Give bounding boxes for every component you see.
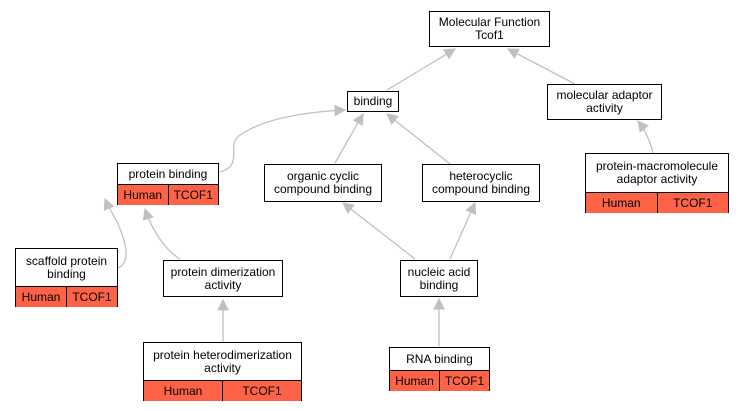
node-label: protein dimerization activity — [170, 264, 276, 292]
species-label: Human — [163, 384, 203, 398]
edge-binding-to-molecular-function — [386, 48, 457, 91]
node-label: scaffold protein binding — [25, 253, 108, 281]
edge-dimerization-to-protein-binding — [142, 207, 181, 260]
gene-label: TCOF1 — [66, 287, 117, 307]
edge-organic-cyclic-to-binding — [334, 112, 364, 164]
species-label: Human — [123, 188, 163, 202]
node-protein-dimerization-activity[interactable]: protein dimerization activity — [163, 260, 283, 297]
gene-label: TCOF1 — [656, 193, 729, 213]
node-label: binding — [353, 94, 393, 108]
edge-protein-binding-to-binding — [219, 104, 347, 173]
node-label: protein heterodimerization activity — [153, 347, 292, 375]
node-protein-macromolecule-adaptor-activity[interactable]: protein-macromolecule adaptor activity H… — [585, 153, 729, 213]
node-organic-cyclic-compound-binding[interactable]: organic cyclic compound binding — [264, 164, 382, 202]
node-protein-heterodimerization-activity[interactable]: protein heterodimerization activity Huma… — [143, 342, 302, 401]
node-label: organic cyclic compound binding — [273, 169, 373, 196]
gene-label: TCOF1 — [439, 371, 489, 391]
node-heterocyclic-compound-binding[interactable]: heterocyclic compound binding — [422, 164, 540, 202]
node-label: Molecular Function Tcof1 — [438, 15, 541, 42]
node-binding[interactable]: binding — [347, 91, 399, 112]
edge-heterocyclic-to-binding — [386, 113, 451, 165]
node-label: heterocyclic compound binding — [431, 169, 531, 196]
edge-nucleic-acid-to-organic-cyclic — [342, 202, 416, 260]
gene-label: TCOF1 — [222, 381, 301, 401]
node-label: protein binding — [128, 166, 208, 181]
node-label: nucleic acid binding — [407, 264, 471, 292]
edge-scaffold-to-protein-binding — [103, 197, 127, 269]
node-scaffold-protein-binding[interactable]: scaffold protein binding Human TCOF1 — [15, 248, 118, 307]
node-protein-binding[interactable]: protein binding Human TCOF1 — [117, 163, 219, 205]
edge-nucleic-acid-to-heterocyclic — [449, 201, 477, 260]
species-label: Human — [21, 290, 61, 304]
node-label: protein-macromolecule adaptor activity — [595, 159, 719, 186]
species-label: Human — [395, 374, 434, 388]
species-label: Human — [601, 196, 641, 210]
node-label: molecular adaptor activity — [556, 88, 653, 115]
node-molecular-function[interactable]: Molecular Function Tcof1 — [429, 11, 550, 47]
node-rna-binding[interactable]: RNA binding Human TCOF1 — [389, 347, 490, 391]
gene-label: TCOF1 — [167, 185, 219, 205]
node-molecular-adaptor-activity[interactable]: molecular adaptor activity — [547, 84, 662, 120]
edge-molecular-adaptor-to-molecular-function — [506, 48, 576, 85]
node-label: RNA binding — [406, 351, 473, 366]
edge-protein-macromolecule-to-molecular-adaptor — [637, 120, 654, 154]
node-nucleic-acid-binding[interactable]: nucleic acid binding — [400, 260, 478, 297]
